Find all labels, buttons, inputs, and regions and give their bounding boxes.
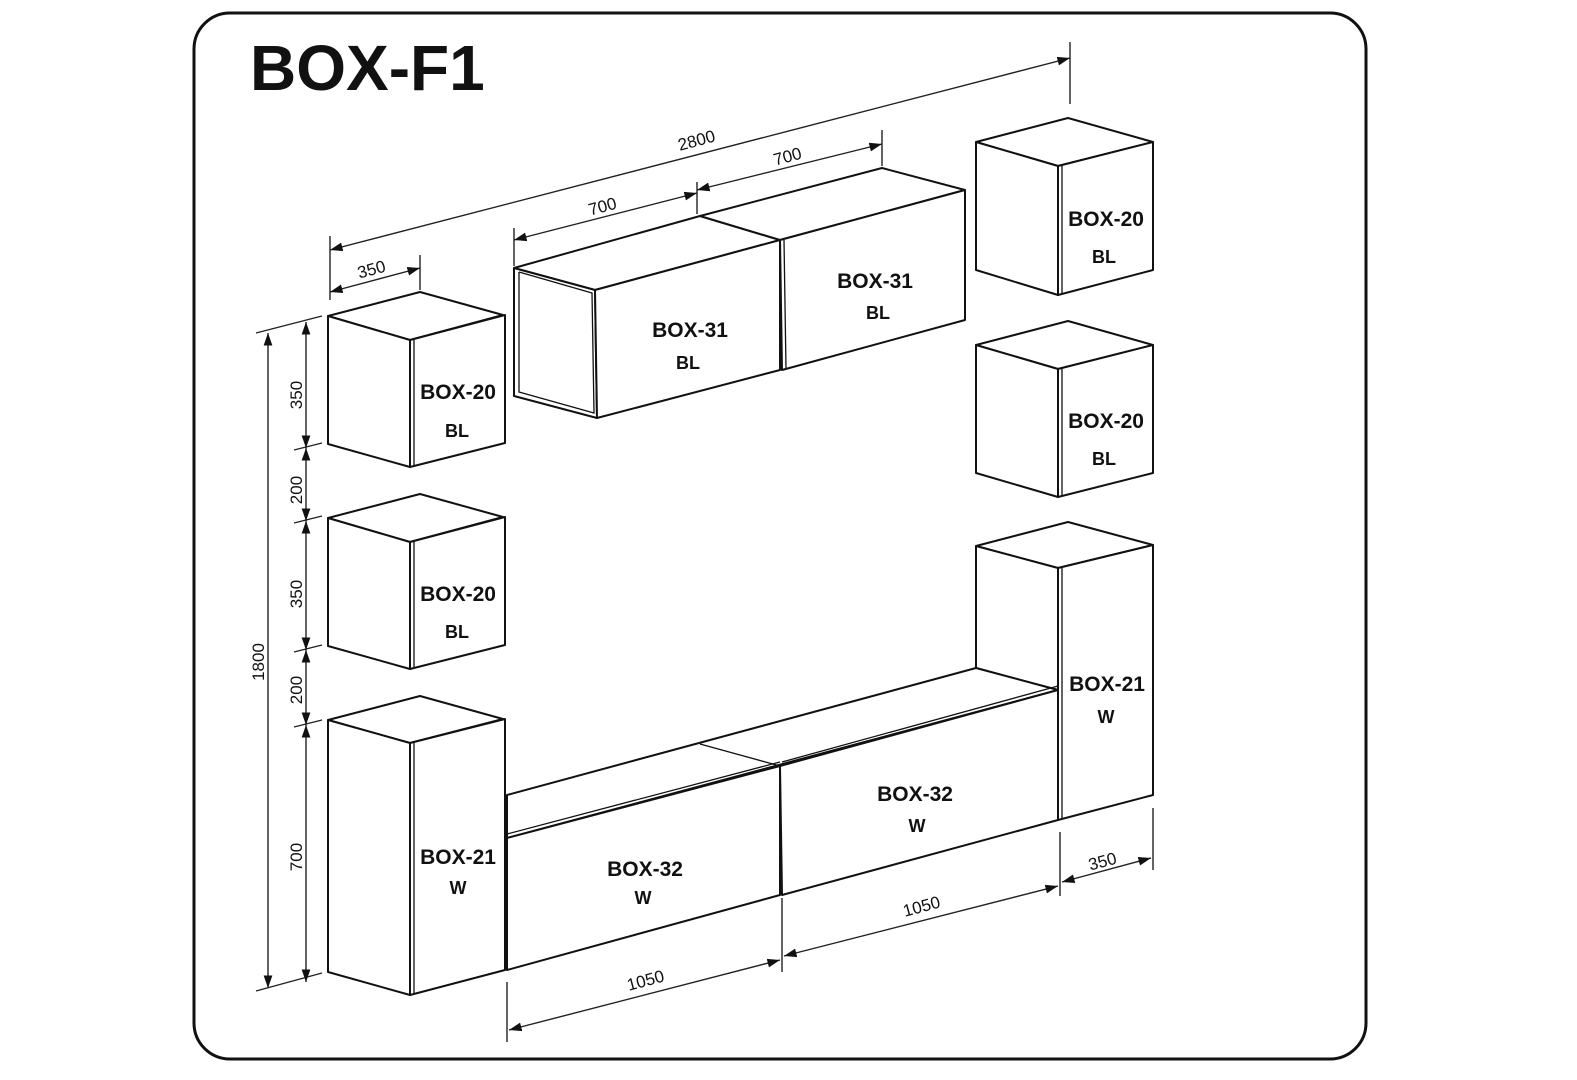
module-box-21-right: BOX-21 W [975,521,1154,821]
module-name: BOX-21 [420,846,496,869]
module-name: BOX-20 [1068,410,1144,433]
module-box-32-pair: BOX-32 W BOX-32 W [506,667,1059,971]
dim-h5: 700 [287,843,306,871]
module-finish: BL [866,303,890,323]
module-box-20-right-lower: BOX-20 BL [975,320,1154,498]
module-name: BOX-31 [652,319,728,342]
module-finish: W [450,878,467,898]
module-finish: BL [676,353,700,373]
module-name: BOX-32 [877,783,953,806]
module-box-20-right-upper: BOX-20 BL [975,117,1154,296]
dim-h1: 350 [287,381,306,409]
module-box-20-left-upper: BOX-20 BL [327,291,506,468]
module-name: BOX-31 [837,270,913,293]
module-finish: BL [445,622,469,642]
dim-h2: 200 [287,476,306,504]
module-finish: BL [1092,449,1116,469]
module-name: BOX-20 [420,381,496,404]
dim-h3: 350 [287,580,306,608]
dim-h4: 200 [287,676,306,704]
module-name: BOX-20 [420,583,496,606]
module-finish: BL [1092,247,1116,267]
dim-total-height: 1800 [249,643,268,681]
module-finish: BL [445,421,469,441]
module-name: BOX-32 [607,858,683,881]
module-name: BOX-20 [1068,208,1144,231]
module-box-21-left: BOX-21 W [327,695,506,996]
module-finish: W [909,816,926,836]
dimension-lines: 2800 700 700 350 1800 350 200 350 200 70… [249,42,1154,1042]
module-finish: W [635,888,652,908]
module-name: BOX-21 [1069,673,1145,696]
module-box-31-left: BOX-31 BL [513,215,781,419]
diagram-title: BOX-F1 [250,32,485,104]
module-box-20-left-middle: BOX-20 BL [327,493,506,670]
module-finish: W [1098,707,1115,727]
